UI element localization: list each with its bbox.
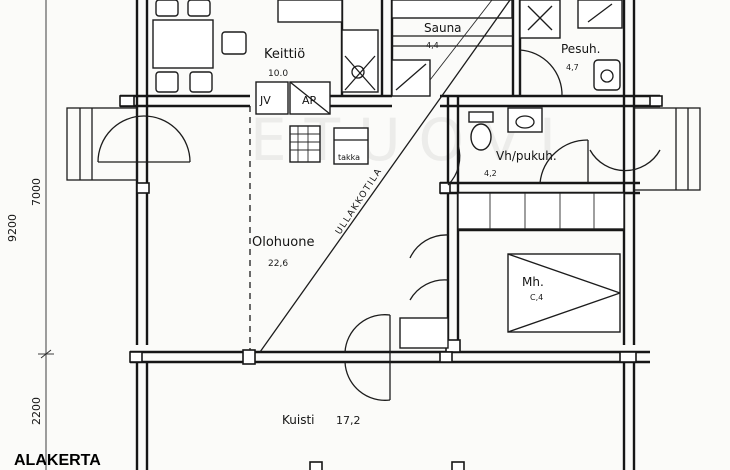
sauna-area: 4,4 — [426, 41, 439, 50]
kitchen-furniture — [152, 0, 379, 165]
ap-label: AP — [302, 94, 317, 107]
dimension-7000: 7000 — [30, 178, 43, 206]
living-room-area: 22,6 — [268, 259, 288, 269]
walls — [66, 0, 701, 364]
sauna-label: Sauna — [424, 21, 462, 35]
dimension-9200: 9200 — [6, 214, 19, 242]
washroom-label: Pesuh. — [561, 42, 600, 56]
wc-area: 4,2 — [484, 169, 497, 178]
washroom-fixtures — [519, 0, 623, 97]
washroom-area: 4,7 — [566, 63, 579, 72]
porch-area: 17,2 — [336, 414, 361, 427]
kitchen-area: 10.0 — [268, 69, 288, 79]
kitchen-label: Keittiö — [264, 47, 305, 62]
jv-label: JV — [259, 94, 271, 107]
dimension-2200: 2200 — [30, 397, 43, 425]
wc-fixtures — [447, 107, 625, 230]
fireplace-label: takka — [338, 153, 360, 162]
attic-lines — [249, 0, 511, 353]
dimension-line-vertical — [38, 0, 54, 470]
living-room-label: Olohuone — [252, 235, 314, 250]
wc-label: Vh/pukuh. — [496, 149, 557, 163]
porch-label: Kuisti — [282, 413, 315, 427]
attic-label: ULLAKKOTILA — [334, 166, 385, 236]
doors — [97, 115, 661, 401]
floor-title: ALAKERTA — [14, 452, 101, 469]
bedroom-label: Mh. — [522, 275, 544, 289]
sauna-fixtures — [391, 0, 513, 97]
bedroom-bed — [507, 253, 621, 333]
bedroom-area: C,4 — [530, 293, 543, 302]
porch-posts — [135, 362, 636, 470]
